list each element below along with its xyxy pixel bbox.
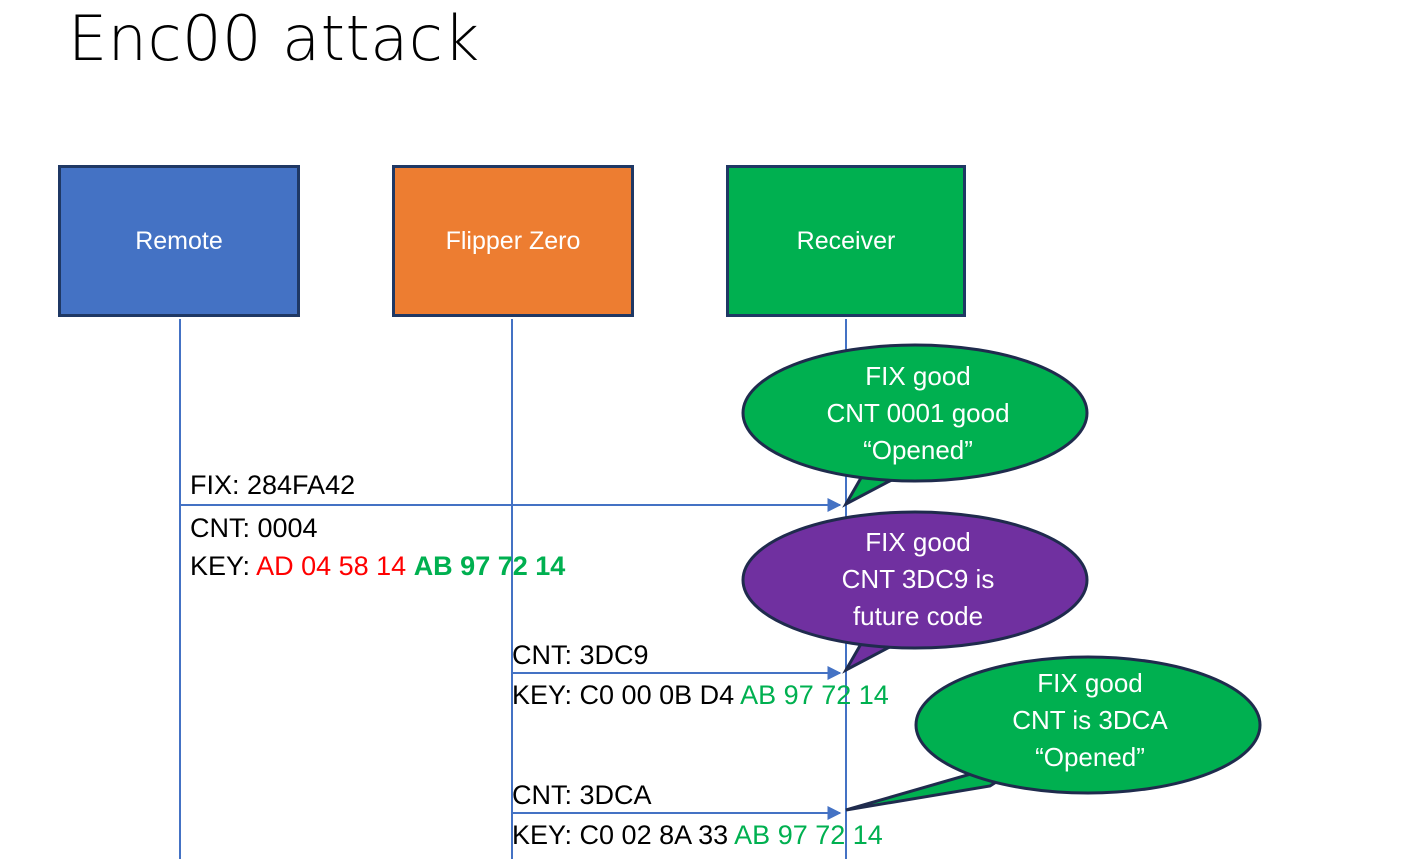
callout-1-line3: “Opened” bbox=[863, 434, 973, 465]
key-red-1: AD 04 58 14 bbox=[256, 551, 414, 581]
callout-2-line1: FIX good bbox=[865, 527, 971, 557]
message-label-3-cnt: CNT: 3DCA bbox=[512, 780, 652, 810]
callout-text-3: FIX good CNT is 3DCA “Opened” bbox=[930, 665, 1250, 776]
actor-label-remote: Remote bbox=[135, 226, 223, 255]
callout-text-1: FIX good CNT 0001 good “Opened” bbox=[760, 358, 1076, 469]
message-label-3-key: KEY: C0 02 8A 33 AB 97 72 14 bbox=[512, 820, 883, 851]
message-label-2-key: KEY: C0 00 0B D4 AB 97 72 14 bbox=[512, 680, 889, 711]
message-label-1-cnt: CNT: 0004 bbox=[190, 513, 318, 543]
page-title: Enc00 attack bbox=[68, 2, 480, 75]
callout-3-line2: CNT is 3DCA bbox=[1012, 704, 1168, 735]
message-label-1-fix: FIX: 284FA42 bbox=[190, 470, 356, 500]
callout-text-2: FIX good CNT 3DC9 is future code bbox=[760, 524, 1076, 635]
callout-1-line1: FIX good bbox=[865, 361, 971, 391]
callout-3-line3: “Opened” bbox=[1035, 741, 1145, 772]
callout-1-line2: CNT 0001 good bbox=[826, 397, 1010, 428]
key-prefix-3: KEY: C0 02 8A 33 bbox=[512, 820, 735, 850]
message-label-2-cnt: CNT: 3DC9 bbox=[512, 640, 649, 670]
key-prefix-1: KEY: bbox=[190, 551, 257, 581]
callout-2-line2: CNT 3DC9 is bbox=[841, 563, 995, 594]
callout-2-line3: future code bbox=[852, 600, 984, 631]
actor-label-receiver: Receiver bbox=[796, 226, 896, 255]
message-label-1-key: KEY: AD 04 58 14 AB 97 72 14 bbox=[190, 551, 565, 582]
actor-box-remote[interactable]: Remote bbox=[58, 165, 300, 317]
callout-3-line1: FIX good bbox=[1037, 668, 1143, 698]
key-prefix-2: KEY: C0 00 0B D4 bbox=[512, 680, 741, 710]
key-green-1: AB 97 72 14 bbox=[413, 551, 566, 581]
key-green-2: AB 97 72 14 bbox=[740, 680, 889, 710]
actor-label-flipper: Flipper Zero bbox=[445, 226, 581, 255]
actor-box-flipper[interactable]: Flipper Zero bbox=[392, 165, 634, 317]
actor-box-receiver[interactable]: Receiver bbox=[726, 165, 966, 317]
key-green-3: AB 97 72 14 bbox=[734, 820, 883, 850]
